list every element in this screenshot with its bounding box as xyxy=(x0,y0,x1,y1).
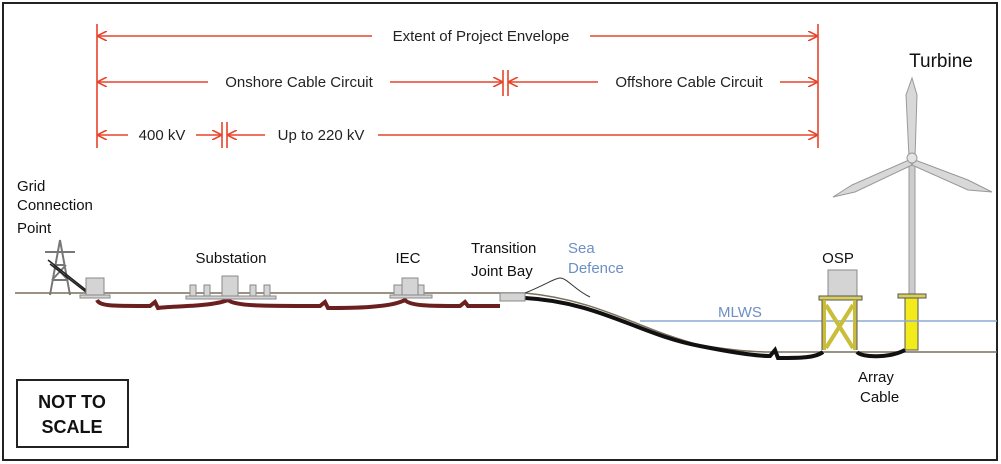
scale-note-2: SCALE xyxy=(41,417,102,437)
osp-icon xyxy=(818,269,863,350)
sea-defence-label-2: Defence xyxy=(568,260,624,277)
array-cable-label-1: Array xyxy=(858,369,894,386)
substation-icon xyxy=(185,275,277,300)
not-to-scale-box: NOT TO SCALE xyxy=(16,379,129,448)
offshore-circuit-label: Offshore Cable Circuit xyxy=(615,74,763,91)
turbine-icon xyxy=(832,76,993,351)
kv220-label: Up to 220 kV xyxy=(278,127,365,144)
sea-defence-label-1: Sea xyxy=(568,240,595,257)
offshore-cable xyxy=(524,296,906,361)
transition-joint-bay-icon xyxy=(499,292,526,302)
mlws-label: MLWS xyxy=(718,304,762,321)
scale-note-1: NOT TO xyxy=(38,392,106,412)
grid-label-3: Point xyxy=(17,220,52,237)
iec-icon xyxy=(389,277,433,299)
pylon-icon xyxy=(45,239,87,296)
substation-label: Substation xyxy=(196,250,267,267)
extent-lines xyxy=(96,24,819,148)
iec-label: IEC xyxy=(395,250,420,267)
array-cable-label-2: Cable xyxy=(860,389,899,406)
tjb-label-1: Transition xyxy=(471,240,536,257)
grid-label-1: Grid xyxy=(17,178,45,195)
ground-profile xyxy=(15,292,997,353)
turbine-title: Turbine xyxy=(909,51,973,72)
onshore-circuit-label: Onshore Cable Circuit xyxy=(225,74,373,91)
sea-defence-mound xyxy=(524,277,591,298)
onshore-cable xyxy=(95,297,500,311)
extent-project-label: Extent of Project Envelope xyxy=(393,28,570,45)
kv400-label: 400 kV xyxy=(139,127,186,144)
grid-label-2: Connection xyxy=(17,197,93,214)
osp-label: OSP xyxy=(822,250,854,267)
tjb-label-2: Joint Bay xyxy=(471,263,533,280)
grid-connection-building xyxy=(79,277,111,299)
